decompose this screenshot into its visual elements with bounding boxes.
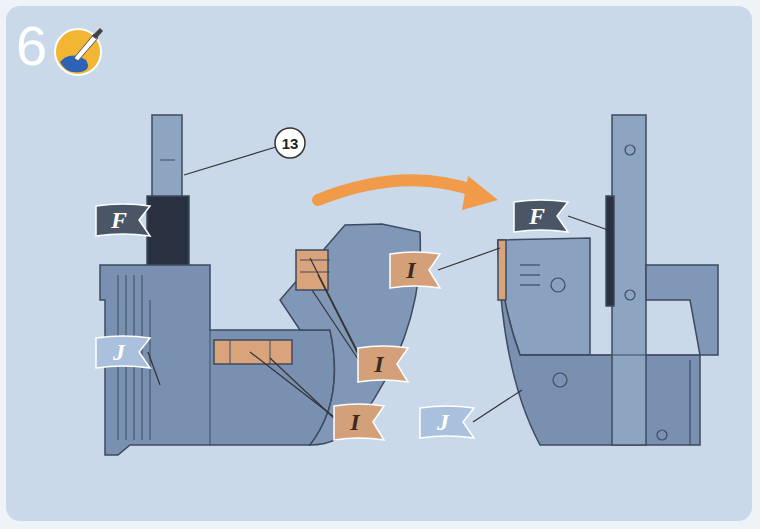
turn-arrow-head — [462, 176, 498, 210]
part-flag: I — [358, 346, 408, 382]
callout-number: 13 — [282, 135, 299, 152]
right-assembly — [498, 115, 718, 445]
node-shape — [275, 128, 305, 158]
left-assembly — [100, 115, 420, 455]
part-13 — [612, 115, 646, 445]
right-details — [520, 145, 700, 445]
part-letter: I — [350, 409, 359, 436]
brush-tip — [92, 28, 103, 39]
part-letter: F — [529, 203, 545, 230]
side-block — [646, 265, 718, 355]
node-shape — [96, 204, 150, 236]
part-letter: F — [111, 207, 127, 234]
step-number: 6 — [16, 18, 47, 74]
node-shape — [96, 336, 150, 368]
part-flag: I — [390, 252, 440, 288]
part-i — [214, 340, 292, 364]
part-flag: I — [334, 404, 384, 440]
part-letter: J — [437, 409, 449, 436]
brush-handle — [74, 34, 98, 61]
node-shape — [514, 200, 568, 232]
part-letter: J — [113, 339, 125, 366]
part-letter: I — [374, 351, 383, 378]
callout-circle: 13 — [274, 127, 306, 159]
leader-lines — [148, 147, 608, 422]
grille-f — [606, 196, 614, 306]
part-i — [498, 240, 506, 300]
part-flag: J — [96, 336, 150, 368]
node-shape — [390, 252, 440, 288]
node-shape — [358, 346, 408, 382]
part-flag: F — [514, 200, 568, 232]
part-letter: I — [406, 257, 415, 284]
part-flag: J — [420, 406, 474, 438]
part-flag: F — [96, 204, 150, 236]
grille-lines — [118, 160, 330, 445]
node-shape — [420, 406, 474, 438]
turn-arrow — [318, 180, 478, 200]
node-shape — [334, 404, 384, 440]
